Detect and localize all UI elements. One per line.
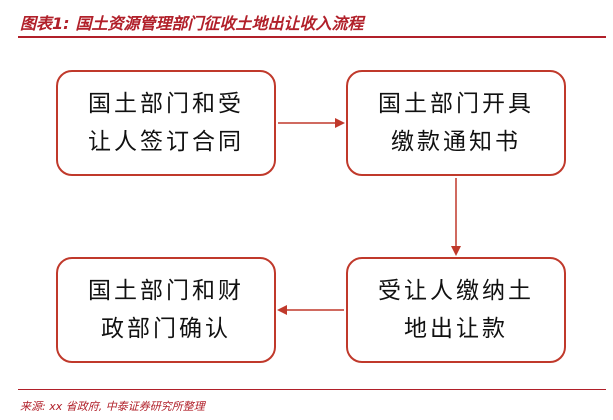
figure-label: 图表1:: [20, 14, 70, 33]
step-box-sign-contract: 国土部门和受 让人签订合同: [56, 70, 276, 176]
step-box-pay-land-fee: 受让人缴纳土 地出让款: [346, 257, 566, 363]
title-divider: [18, 36, 606, 38]
step-text: 国土部门和财 政部门确认: [88, 278, 244, 342]
step-text: 国土部门和受 让人签订合同: [88, 91, 244, 155]
step-box-payment-notice: 国土部门开具 缴款通知书: [346, 70, 566, 176]
step-text: 受让人缴纳土 地出让款: [378, 278, 534, 342]
source-divider: [18, 389, 606, 390]
step-box-finance-confirm: 国土部门和财 政部门确认: [56, 257, 276, 363]
source-note: 来源: xx 省政府, 中泰证券研究所整理: [20, 400, 205, 413]
step-text: 国土部门开具 缴款通知书: [378, 91, 534, 155]
figure-title-text: 国土资源管理部门征收土地出让收入流程: [75, 14, 364, 33]
figure-title: 图表1: 国土资源管理部门征收土地出让收入流程: [20, 8, 605, 36]
